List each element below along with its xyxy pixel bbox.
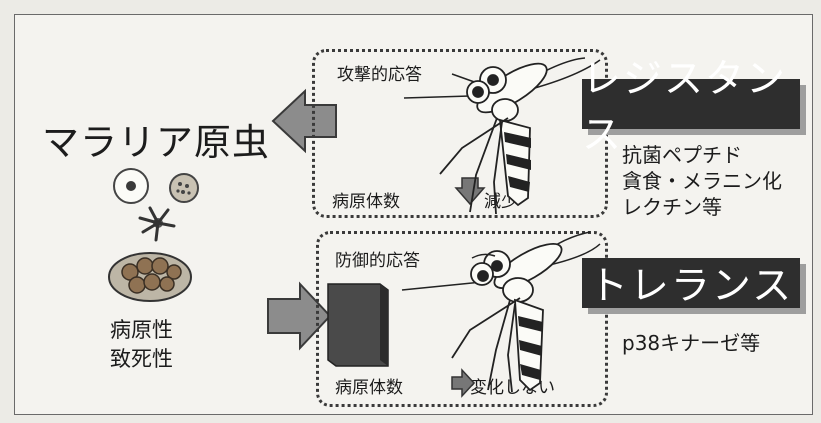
tolerance-panel — [316, 231, 608, 407]
pathogen-count-label-bottom: 病原体数 — [335, 378, 403, 398]
gametocyte-icon — [113, 168, 149, 204]
trait-lethality: 致死性 — [110, 347, 173, 371]
pathogen-count-label-top: 病原体数 — [332, 192, 400, 212]
mechanism-lectins: レクチン等 — [622, 195, 722, 219]
mechanism-p38-kinase: p38キナーゼ等 — [622, 331, 761, 355]
resistance-mechanisms: 抗菌ペプチド 貪食・メラニン化 レクチン等 — [622, 142, 782, 220]
resistance-banner: レジスタンス — [582, 57, 800, 158]
tolerance-mechanisms: p38キナーゼ等 — [622, 330, 760, 356]
trait-pathogenicity: 病原性 — [110, 318, 173, 342]
sporozoite-icon — [138, 206, 176, 242]
resistance-panel — [312, 49, 608, 218]
oocyst-icon — [108, 252, 192, 302]
parasite-traits: 病原性 致死性 — [110, 316, 173, 374]
barrier-wall-icon — [327, 283, 389, 367]
mechanism-phagocytosis-melanization: 貪食・メラニン化 — [622, 169, 782, 193]
right-small-arrow-icon — [451, 368, 476, 398]
mechanism-antimicrobial-peptides: 抗菌ペプチド — [622, 143, 742, 167]
mosquito-icon-bottom — [401, 231, 601, 393]
right-arrow-icon — [267, 281, 332, 351]
diagram-title: マラリア原虫 — [42, 121, 270, 164]
left-arrow-icon — [271, 88, 337, 154]
defensive-response-label: 防御的応答 — [335, 251, 420, 271]
aggressive-response-label: 攻撃的応答 — [337, 65, 422, 85]
ookinete-icon — [169, 173, 199, 203]
tolerance-banner: トレランス — [582, 258, 800, 309]
mosquito-icon-top — [403, 57, 601, 215]
